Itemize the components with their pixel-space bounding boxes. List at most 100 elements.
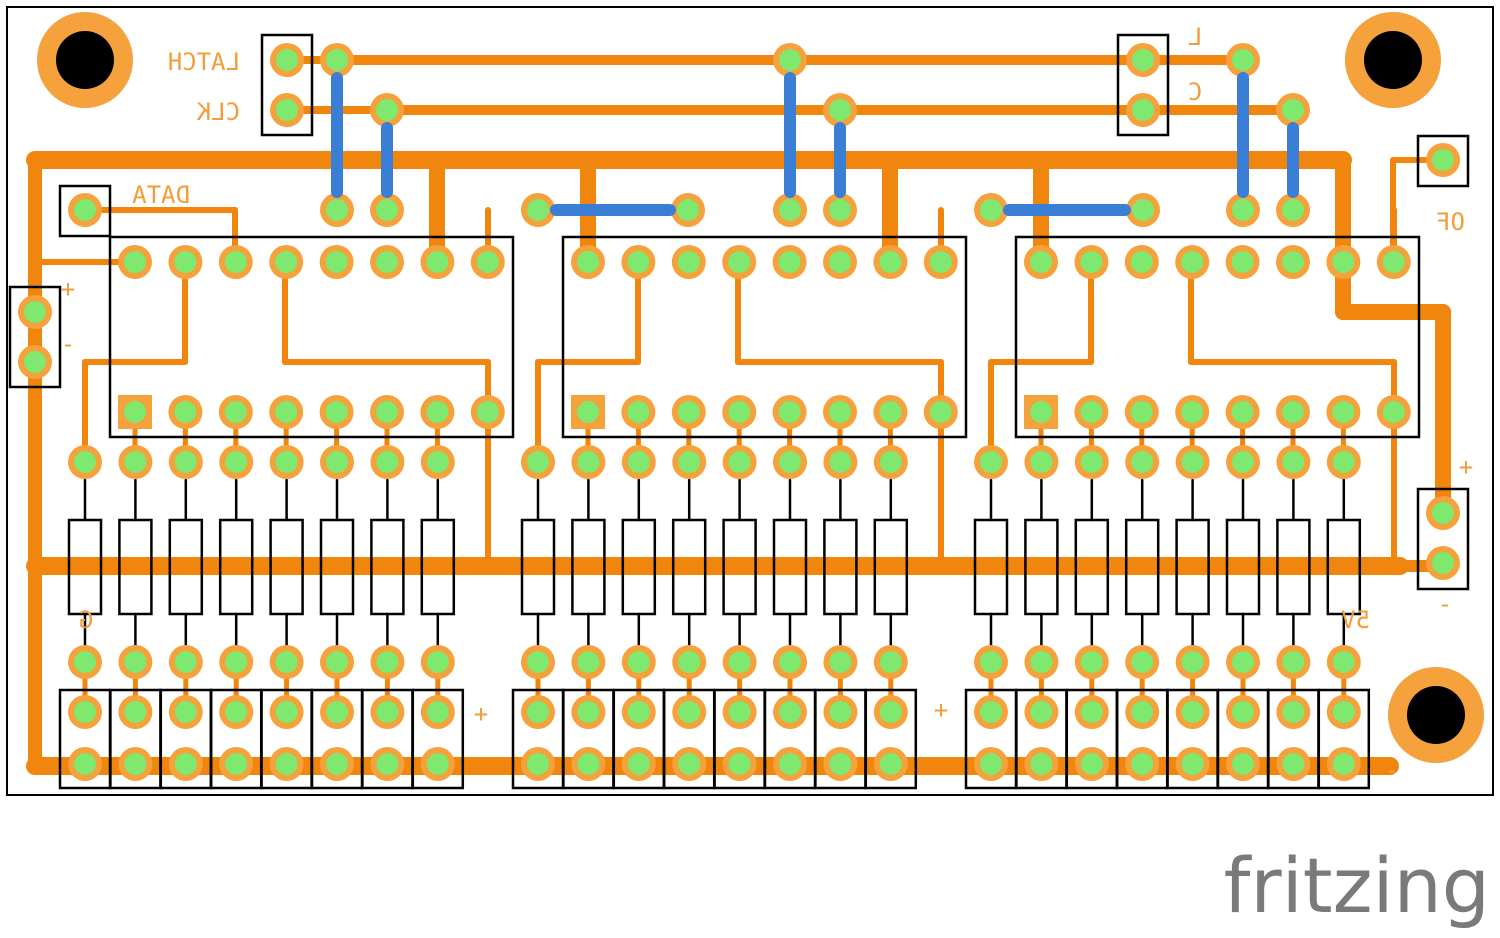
pad-center	[376, 451, 399, 473]
pad-center	[627, 451, 650, 473]
pad-center	[225, 451, 248, 473]
output-header-outline	[864, 688, 918, 790]
resistor-body	[1074, 518, 1110, 616]
resistor-body	[571, 518, 606, 616]
pad-center	[174, 251, 197, 273]
pad-center	[678, 701, 701, 723]
shift-register-outline	[1014, 235, 1421, 439]
pad-center	[124, 251, 146, 273]
minus-left-label: -	[61, 330, 75, 358]
pad-center	[527, 199, 549, 221]
pad-center	[677, 251, 700, 273]
pad-center	[326, 753, 348, 775]
pad-center	[225, 753, 248, 775]
pad-center	[376, 753, 399, 775]
pad-center	[678, 651, 701, 673]
shift-register-outline	[108, 235, 515, 439]
output-header-outline	[1317, 688, 1371, 790]
pad-center	[1332, 701, 1355, 723]
pad-center	[1282, 99, 1304, 121]
pad-center	[677, 401, 700, 423]
pad-center	[1030, 451, 1053, 473]
shift-register-outline	[561, 235, 968, 439]
pad-center	[1232, 651, 1254, 673]
pad-center	[1432, 149, 1454, 171]
pad-center	[577, 451, 600, 473]
pad-center	[1282, 199, 1304, 221]
pad-center	[1131, 651, 1154, 673]
pad-center	[174, 401, 197, 423]
pad-center	[1282, 251, 1304, 273]
pad-center	[275, 251, 298, 273]
pad-center	[1282, 651, 1305, 673]
pad-center	[1232, 451, 1254, 473]
pad-center	[174, 451, 197, 473]
pad-center	[74, 701, 96, 723]
pad-center	[577, 401, 599, 423]
resistor-body	[772, 518, 808, 616]
pad-center	[275, 651, 298, 673]
pad-center	[1282, 701, 1305, 723]
pad-center	[879, 651, 902, 673]
mount-hole	[1407, 686, 1465, 744]
pad-center	[829, 251, 851, 273]
pad-center	[1080, 451, 1103, 473]
pad-center	[728, 701, 751, 723]
resistor-body	[973, 518, 1009, 616]
plus-bank1-label: +	[474, 700, 488, 728]
pad-center	[980, 753, 1002, 775]
pad-center	[1080, 753, 1103, 775]
pad-center	[224, 401, 247, 423]
pad-center	[275, 451, 298, 473]
resistor-body	[823, 518, 858, 616]
pad-center	[376, 251, 398, 273]
plus-left-label: +	[61, 275, 75, 303]
pad-center	[779, 199, 801, 221]
jumper-wires	[331, 72, 1299, 216]
resistor-body	[722, 518, 757, 616]
pad-center	[124, 401, 146, 423]
pad-center	[74, 451, 96, 473]
pad-center	[627, 251, 650, 273]
pad-center	[627, 701, 650, 723]
clk-short-label: C	[1188, 78, 1202, 106]
mount-hole	[56, 31, 114, 89]
pad-center	[627, 401, 650, 423]
pad-center	[74, 199, 96, 221]
pad-center	[678, 451, 701, 473]
latch-short-label: L	[1188, 23, 1202, 51]
resistor-body	[873, 518, 909, 616]
pad-center	[224, 251, 247, 273]
resistor-body	[319, 518, 355, 616]
pad-center	[24, 301, 46, 323]
resistor-body	[218, 518, 254, 616]
pad-center	[174, 651, 197, 673]
pad-center	[1030, 651, 1053, 673]
pad-center	[779, 651, 801, 673]
resistor-body	[671, 518, 707, 616]
pad-center	[1131, 451, 1154, 473]
pad-center	[728, 251, 751, 273]
pad-center	[1181, 451, 1204, 473]
pad-center	[225, 701, 248, 723]
pad-center	[174, 753, 197, 775]
pad-center	[326, 49, 348, 71]
pad-center	[276, 99, 298, 121]
pad-center	[1432, 502, 1454, 524]
pad-center	[1232, 199, 1254, 221]
pad-center	[779, 701, 801, 723]
right-latch-clk-header-outline	[1116, 33, 1170, 137]
resistor-body	[1326, 518, 1362, 616]
pad-center	[124, 753, 147, 775]
pad-center	[1231, 251, 1254, 273]
pad-center	[426, 651, 449, 673]
pad-center	[829, 451, 852, 473]
pad-center	[829, 199, 851, 221]
pad-center	[779, 451, 801, 473]
pad-center	[225, 651, 248, 673]
latch-label: LATCH	[168, 48, 240, 76]
pad-center	[1282, 753, 1305, 775]
gnd-left-label: G	[79, 606, 93, 634]
pad-center	[879, 251, 902, 273]
